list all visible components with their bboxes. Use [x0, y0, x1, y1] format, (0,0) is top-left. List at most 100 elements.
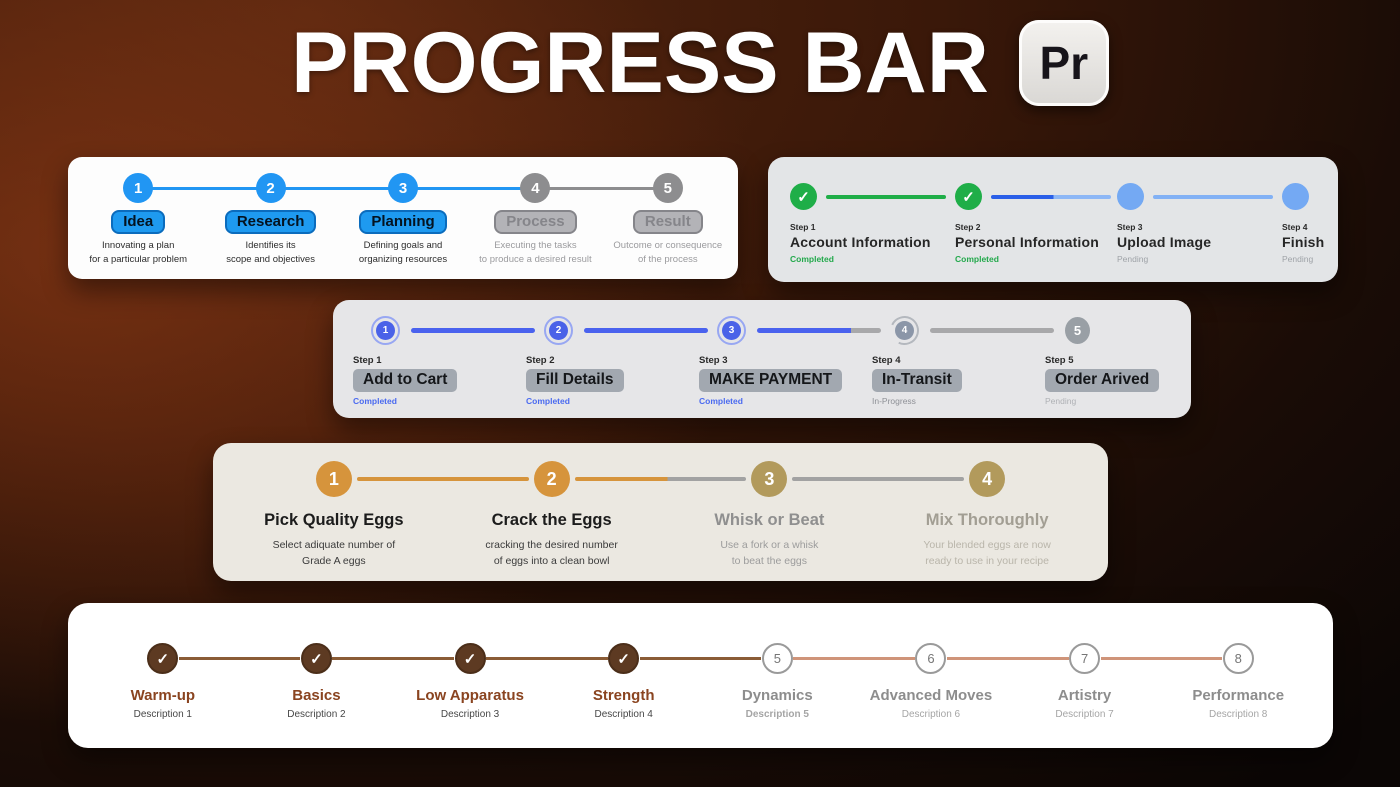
premiere-pro-logo-text: Pr	[1039, 37, 1089, 89]
step-circle: 3	[387, 173, 418, 203]
step-label: Step 4	[872, 355, 901, 366]
check-icon: ✓	[463, 650, 477, 668]
step-circle: 4	[895, 321, 914, 340]
step-artistry: 7 Artistry Description 7	[1008, 643, 1223, 748]
step-circle: 4	[520, 173, 551, 203]
step-circle: 3	[751, 461, 788, 497]
step-low-apparatus: ✓ Low Apparatus Description 3	[393, 643, 608, 748]
step-circle: 5	[761, 643, 793, 674]
step-process: 4 Process Executing the tasks to produce…	[469, 173, 654, 279]
signup-progress-card: ✓ Step 1 Account Information Completed ✓…	[768, 157, 1338, 282]
step-circle: 1	[376, 321, 395, 340]
step-finish: Step 4 Finish Pending	[1282, 183, 1338, 282]
connector-line	[416, 186, 522, 190]
step-circle: 6	[915, 643, 947, 674]
connector-line	[930, 328, 1054, 333]
step-research: 2 Research Identifies its scope and obje…	[204, 173, 389, 279]
connector-line	[584, 328, 708, 333]
check-icon: ✓	[797, 188, 810, 206]
step-ring: 2	[544, 316, 573, 345]
step-label: Step 3	[699, 355, 728, 366]
status-badge: Pending	[1045, 396, 1077, 406]
step-circle: 5	[652, 173, 683, 203]
premiere-pro-logo: Pr	[1018, 20, 1109, 106]
step-circle: 2	[549, 321, 568, 340]
step-description: Description 6	[901, 709, 961, 720]
step-description: Description 7	[1055, 709, 1114, 720]
step-circle: 1	[123, 173, 154, 203]
page-title: PROGRESS BAR	[291, 15, 989, 111]
connector-line	[152, 186, 257, 190]
connector-line	[574, 477, 747, 481]
step-pill: Idea	[111, 210, 166, 234]
order-progress-card: 1 Step 1 Add to Cart Completed 2 Step 2 …	[333, 300, 1191, 418]
step-label: Artistry	[1057, 687, 1112, 704]
step-title: Crack the Eggs	[491, 511, 612, 529]
step-advanced-moves: 6 Advanced Moves Description 6	[854, 643, 1069, 748]
connector-line	[411, 328, 535, 333]
connector-line	[549, 186, 654, 190]
step-description: Your blended eggs are now ready to use i…	[923, 539, 1051, 568]
step-name: Account Information	[790, 234, 931, 250]
connector-line	[793, 657, 915, 660]
status-badge: Pending	[1117, 254, 1149, 264]
step-title: Pick Quality Eggs	[264, 511, 404, 529]
header: PROGRESS BAR Pr	[0, 20, 1400, 106]
step-description: Use a fork or a whisk to beat the eggs	[720, 539, 819, 568]
check-circle: ✓	[147, 643, 179, 674]
step-idea: 1 Idea Innovating a plan for a particula…	[72, 173, 257, 279]
step-pill: In-Transit	[872, 369, 962, 392]
step-description: Description 5	[745, 709, 809, 720]
step-label: Step 1	[353, 355, 382, 366]
check-icon: ✓	[962, 188, 975, 206]
step-circle: 8	[1222, 643, 1254, 674]
step-result: 5 Result Outcome or consequence of the p…	[602, 173, 734, 279]
gym-progress-card: ✓ Warm-up Description 1 ✓ Basics Descrip…	[68, 603, 1333, 748]
connector-line	[639, 657, 762, 660]
step-label: Warm-up	[130, 687, 196, 704]
connector-line	[946, 657, 1069, 660]
connector-line	[991, 194, 1111, 199]
step-circle: 1	[315, 461, 352, 497]
step-description: Description 8	[1209, 709, 1268, 720]
check-icon: ✓	[617, 650, 630, 668]
step-description: Description 1	[133, 709, 192, 720]
status-badge: Pending	[1282, 254, 1314, 264]
check-icon: ✓	[156, 650, 170, 668]
step-pill: Planning	[359, 210, 447, 234]
step-upload-image: Step 3 Upload Image Pending	[1117, 183, 1282, 282]
step-label: Step 4	[1282, 222, 1308, 232]
step-in-transit: 4 Step 4 In-Transit In-Progress	[872, 311, 1054, 418]
step-circle: 4	[969, 461, 1006, 497]
step-description: Description 4	[594, 709, 653, 720]
step-description: Description 3	[440, 709, 500, 720]
step-description: Select adiquate number of Grade A eggs	[272, 539, 396, 568]
progress-spinner-ring: 4	[885, 311, 924, 350]
step-personal-information: ✓ Step 2 Personal Information Completed	[955, 183, 1117, 282]
connector-line	[178, 657, 301, 660]
step-ring: 1	[371, 316, 400, 345]
step-label: Low Apparatus	[416, 687, 524, 704]
step-basics: ✓ Basics Description 2	[240, 643, 455, 748]
connector-line	[284, 186, 389, 190]
step-description: Executing the tasks to produce a desired…	[479, 240, 592, 266]
step-label: Dynamics	[741, 687, 813, 704]
step-planning: 3 Planning Defining goals and organizing…	[337, 173, 522, 279]
check-circle: ✓	[454, 643, 486, 674]
connector-line	[792, 477, 965, 481]
step-description: Identifies its scope and objectives	[226, 240, 315, 266]
step-label: Step 3	[1117, 222, 1143, 232]
connector-line	[486, 657, 608, 660]
step-name: Finish	[1282, 234, 1325, 250]
step-label: Basics	[292, 687, 341, 704]
step-label: Performance	[1192, 687, 1285, 704]
step-pill: Result	[632, 210, 703, 234]
project-progress-card: 1 Idea Innovating a plan for a particula…	[68, 157, 738, 279]
step-warm-up: ✓ Warm-up Description 1	[86, 643, 301, 748]
step-description: Defining goals and organizing resources	[358, 240, 448, 266]
step-label: Step 5	[1045, 355, 1074, 366]
step-pick-quality-eggs: 1 Pick Quality Eggs Select adiquate numb…	[225, 461, 529, 581]
step-title: Mix Thoroughly	[925, 511, 1049, 529]
step-performance: 8 Performance Description 8	[1161, 643, 1315, 748]
step-circle: 2	[533, 461, 570, 497]
